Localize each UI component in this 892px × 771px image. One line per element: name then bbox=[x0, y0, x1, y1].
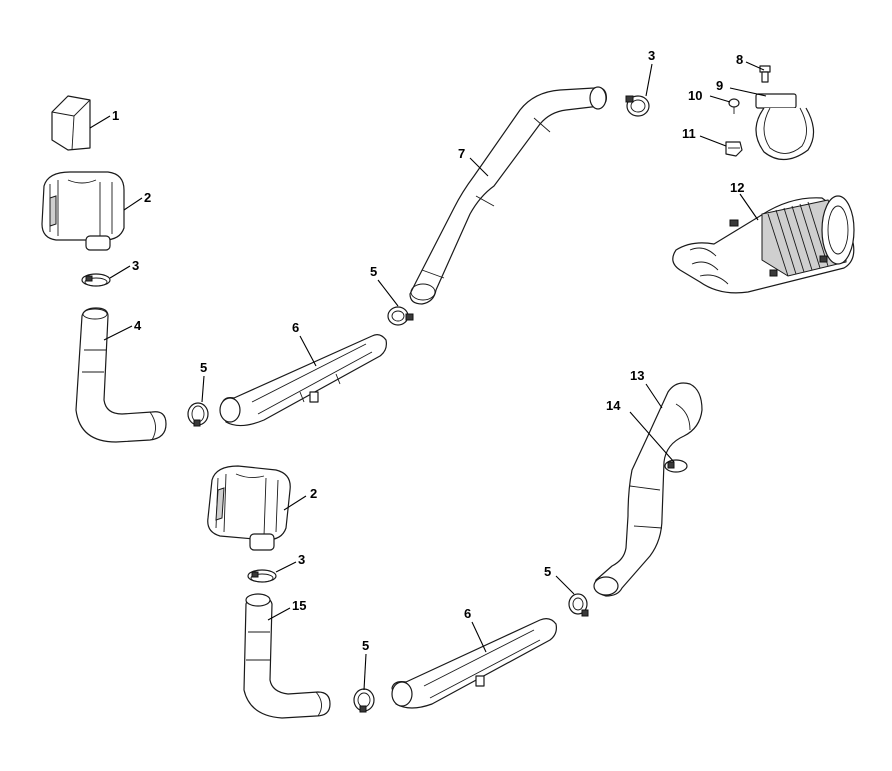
callout-8: 8 bbox=[736, 52, 743, 67]
part-15-elbow-hose bbox=[243, 593, 331, 719]
part-11-nut bbox=[725, 141, 743, 157]
part-5-clamp-b bbox=[387, 306, 414, 326]
part-9-strap-bracket bbox=[755, 93, 815, 161]
callout-5-b: 5 bbox=[370, 264, 377, 279]
callout-6-lower: 6 bbox=[464, 606, 471, 621]
callout-14: 14 bbox=[606, 398, 621, 413]
callout-3-upper-right: 3 bbox=[648, 48, 655, 63]
part-8-bolt bbox=[759, 65, 771, 83]
callout-5-d: 5 bbox=[544, 564, 551, 579]
part-5-clamp-d bbox=[568, 593, 589, 617]
part-6-duct-lower bbox=[391, 618, 557, 709]
callout-13: 13 bbox=[630, 368, 644, 383]
part-2-airbox-lower bbox=[207, 465, 291, 551]
callout-1: 1 bbox=[112, 108, 119, 123]
callout-6-upper: 6 bbox=[292, 320, 299, 335]
part-3-clamp-upper-left bbox=[81, 273, 111, 287]
callout-4: 4 bbox=[134, 318, 142, 333]
part-2-airbox-upper bbox=[41, 171, 125, 251]
callout-7: 7 bbox=[458, 146, 465, 161]
part-5-clamp-c bbox=[353, 688, 375, 713]
part-6-duct-upper bbox=[219, 334, 387, 427]
part-3-clamp-lower bbox=[247, 569, 277, 583]
callout-3-lower: 3 bbox=[298, 552, 305, 567]
callout-15: 15 bbox=[292, 598, 306, 613]
part-10-nut bbox=[728, 98, 740, 114]
part-14-clamp bbox=[664, 459, 688, 473]
callout-5-a: 5 bbox=[200, 360, 207, 375]
callout-labels: 1 2 3 4 5 6 5 7 3 8 9 10 11 12 13 14 2 3… bbox=[112, 48, 744, 653]
callout-11: 11 bbox=[682, 126, 696, 141]
part-3-clamp-upper-right bbox=[625, 95, 650, 117]
part-13-s-hose bbox=[593, 382, 703, 597]
part-1-block bbox=[51, 95, 91, 151]
part-5-clamp-a bbox=[187, 402, 209, 427]
callout-2-lower: 2 bbox=[310, 486, 317, 501]
part-7-long-hose bbox=[409, 86, 607, 305]
part-4-elbow-hose bbox=[75, 307, 167, 443]
callout-10: 10 bbox=[688, 88, 702, 103]
leader-lines bbox=[89, 61, 767, 691]
callout-2-upper: 2 bbox=[144, 190, 151, 205]
part-12-air-filter-assembly bbox=[672, 195, 855, 294]
callout-9: 9 bbox=[716, 78, 723, 93]
callout-3-upper-left: 3 bbox=[132, 258, 139, 273]
callout-5-c: 5 bbox=[362, 638, 369, 653]
callout-12: 12 bbox=[730, 180, 744, 195]
